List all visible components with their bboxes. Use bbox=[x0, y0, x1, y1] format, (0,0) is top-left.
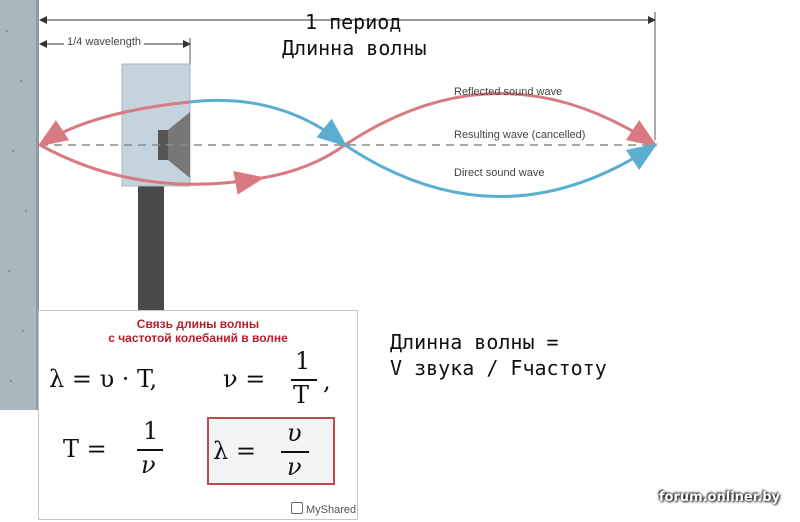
equation-comma: , bbox=[323, 367, 331, 395]
formula-panel: Связь длины волны с частотой колебаний в… bbox=[38, 310, 358, 520]
formula-title-line2: с частотой колебаний в волне bbox=[108, 331, 288, 345]
myshared-brand: MyShared bbox=[291, 502, 356, 516]
myshared-text: MyShared bbox=[306, 504, 357, 516]
speaker-magnet bbox=[158, 130, 168, 160]
quarter-wavelength-label: 1/4 wavelength bbox=[64, 36, 144, 48]
reflected-wave-bottom-mid bbox=[261, 143, 346, 180]
forum-watermark: forum.onliner.by bbox=[658, 490, 780, 505]
wall-texture bbox=[6, 30, 8, 32]
highlighted-equation-box: λ = υ ν bbox=[207, 417, 335, 485]
reflected-wave-right bbox=[344, 92, 658, 147]
reflected-wave-bottom-left bbox=[39, 143, 265, 195]
equation-nu-numerator: 1 bbox=[295, 347, 311, 375]
formula-text-line2: V звука / Fчастоту bbox=[390, 356, 607, 380]
wall-texture bbox=[22, 330, 24, 332]
myshared-icon bbox=[291, 502, 303, 514]
wall-texture bbox=[8, 270, 10, 272]
wall-texture bbox=[10, 380, 12, 382]
wavelength-label: Длинна волны bbox=[282, 36, 427, 60]
equation-t-label: T = bbox=[63, 435, 107, 463]
equation-lambda-vt: λ = υ · T, bbox=[49, 365, 158, 393]
direct-wave-left bbox=[189, 98, 348, 147]
reflected-wave-label: Reflected sound wave bbox=[454, 86, 563, 98]
speaker-cone bbox=[168, 112, 190, 178]
period-label: 1 период bbox=[305, 10, 402, 34]
wall-texture bbox=[20, 80, 22, 82]
wall-texture bbox=[25, 210, 27, 212]
equation-lambda-numerator: υ bbox=[287, 419, 302, 447]
equation-t-denominator: ν bbox=[141, 451, 156, 479]
wall-texture bbox=[12, 150, 14, 152]
equation-t-numerator: 1 bbox=[143, 417, 159, 445]
equation-t-fraction-bar bbox=[137, 449, 163, 451]
formula-text-line1: Длинна волны = bbox=[390, 330, 559, 354]
reflected-wave-top-left bbox=[37, 100, 191, 147]
equation-nu-fraction-bar bbox=[291, 379, 317, 381]
equation-nu-denominator: T bbox=[293, 381, 310, 409]
speaker-pole bbox=[138, 186, 164, 310]
direct-wave-right bbox=[344, 143, 658, 198]
formula-title-line1: Связь длины волны bbox=[136, 317, 260, 331]
resulting-wave-label: Resulting wave (cancelled) bbox=[454, 129, 586, 141]
wall bbox=[0, 0, 39, 410]
equation-lambda-fraction-bar bbox=[281, 451, 309, 453]
direct-wave-label: Direct sound wave bbox=[454, 167, 545, 179]
equation-nu-label: ν = bbox=[223, 365, 266, 393]
equation-lambda-label: λ = bbox=[213, 437, 256, 465]
equation-lambda-denominator: ν bbox=[287, 453, 302, 481]
